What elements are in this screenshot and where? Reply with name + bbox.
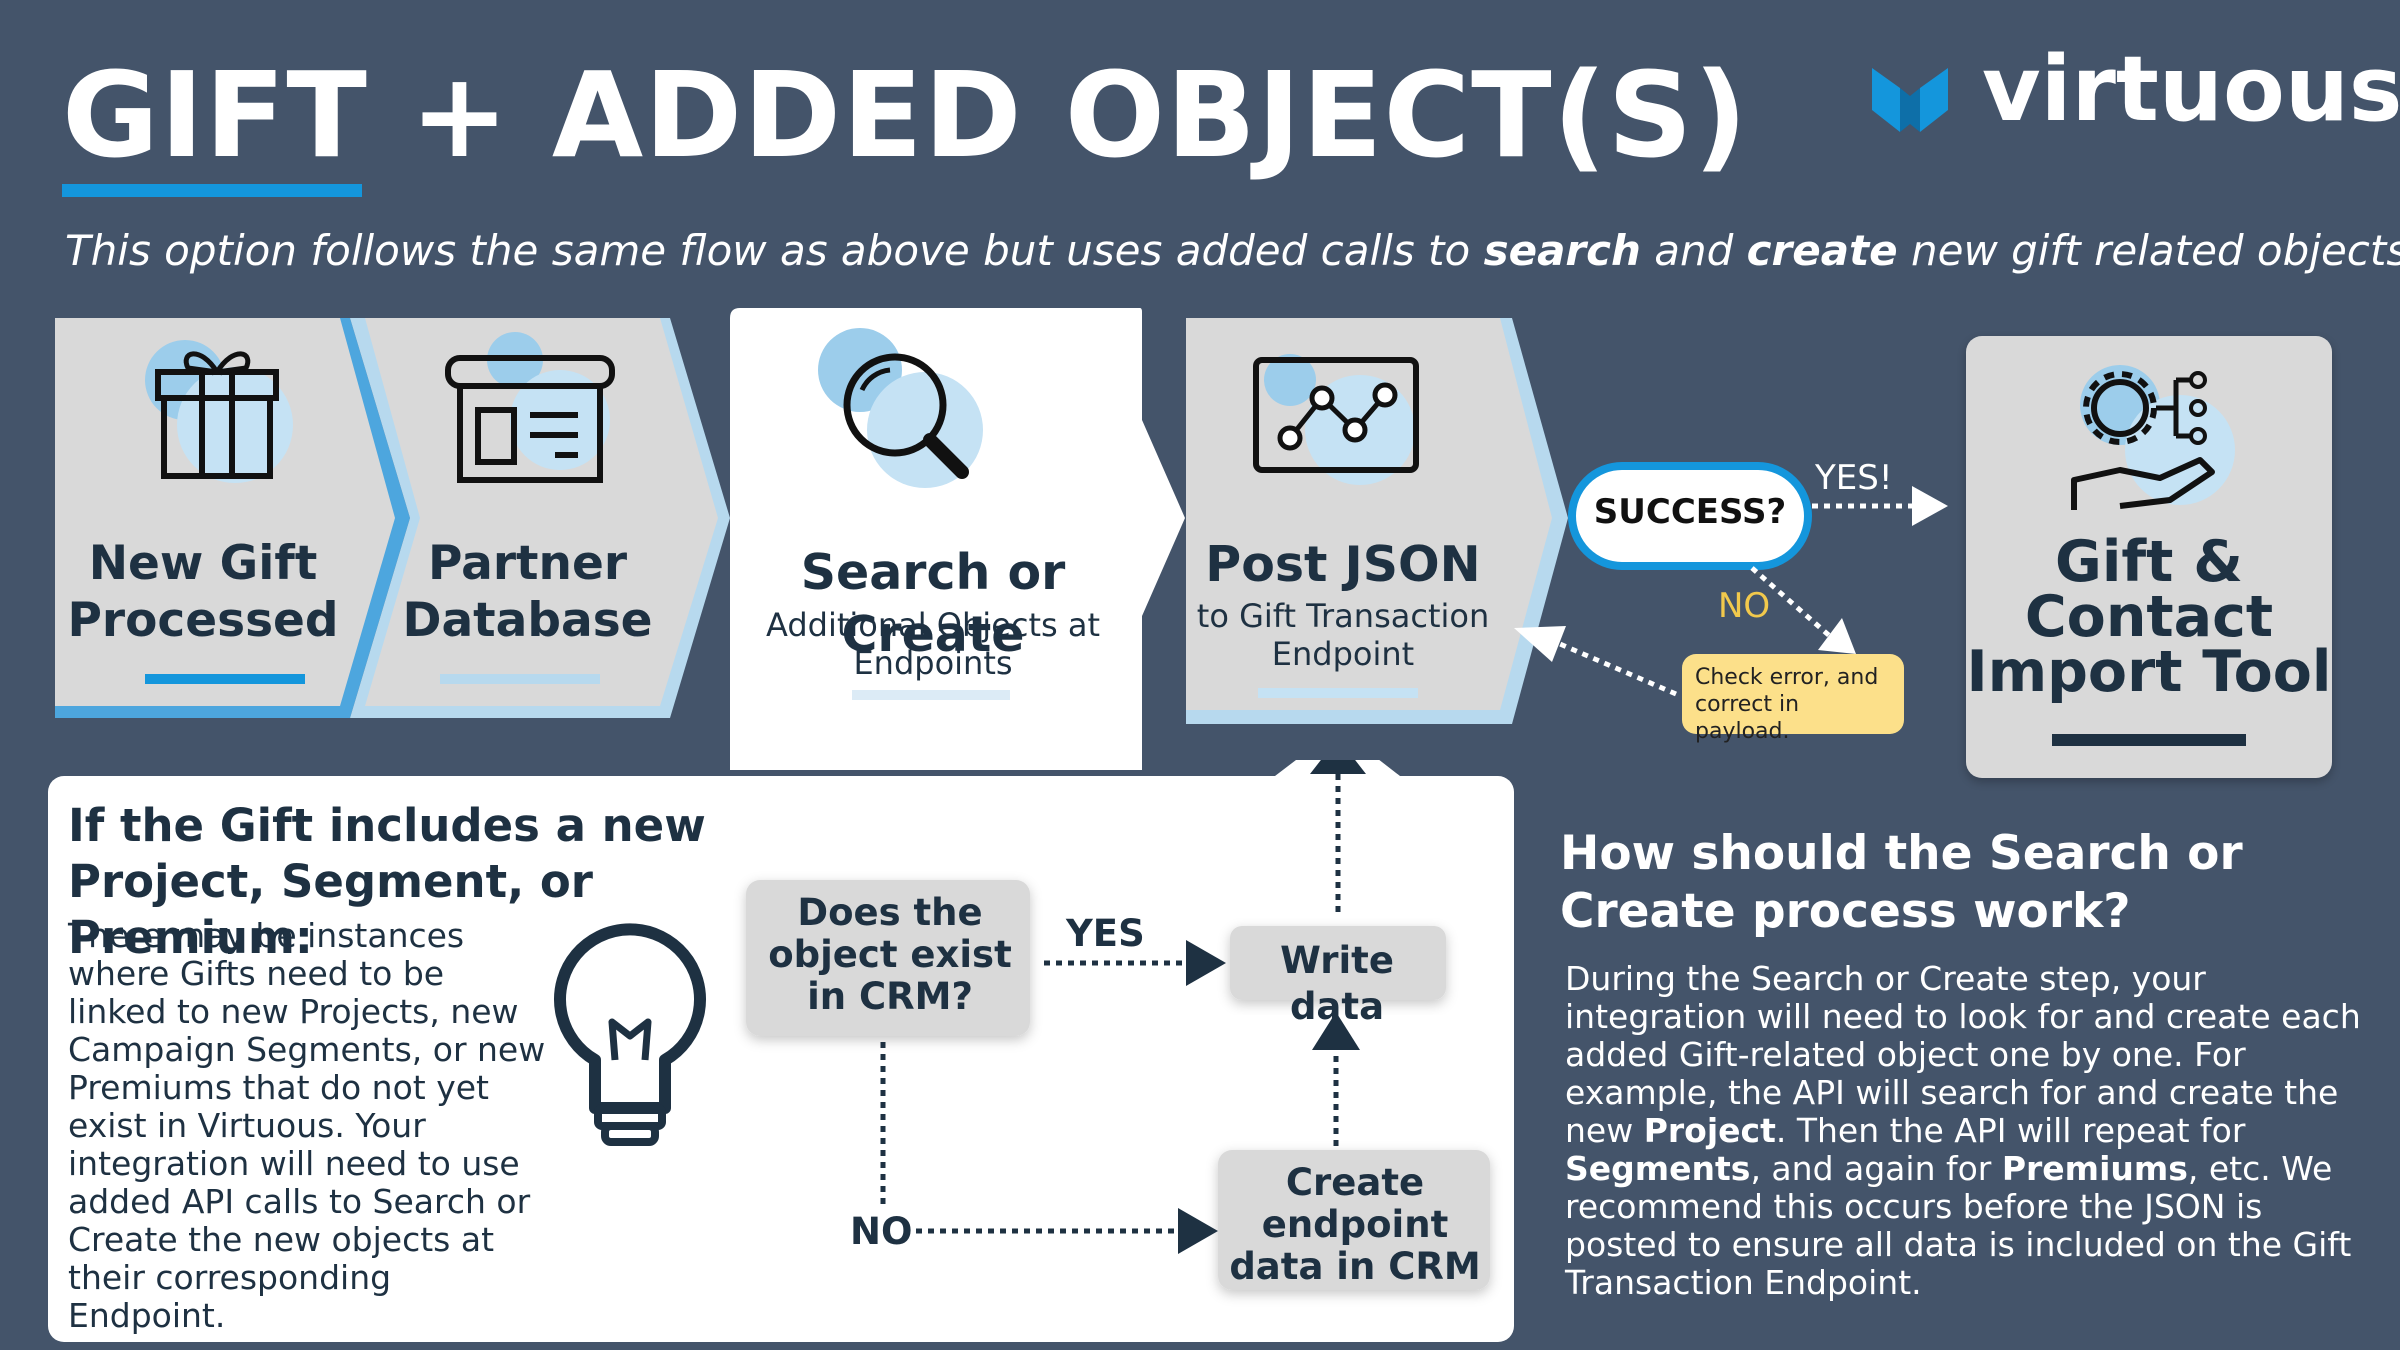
write-data-label: Write data [1280, 939, 1394, 1028]
search-create-panel [48, 760, 1514, 1342]
partner-database-label: Partner Database [402, 536, 653, 648]
post-json-sub: to Gift Transaction Endpoint [1196, 597, 1490, 673]
post-json-label: Post JSON [1205, 536, 1481, 593]
write-data-box [1230, 926, 1446, 1000]
gift-icon [145, 340, 293, 483]
database-icon [445, 332, 615, 483]
title-underline [62, 184, 362, 197]
process-flow [55, 308, 2332, 778]
gear-hand-icon [2071, 365, 2235, 510]
virtuous-logo-icon [1872, 68, 1948, 132]
lightbulb-icon [554, 923, 706, 1146]
page-title: GIFT + ADDED OBJECT(S) [62, 46, 1749, 184]
how-heading: How should the Search or Create process … [1560, 826, 2243, 939]
logo-text: virtuous [1982, 37, 2400, 142]
success-label: SUCCESS? [1593, 492, 1787, 532]
search-or-create-card [730, 308, 1185, 770]
no-arrow [1818, 618, 1856, 654]
create-data-label: Create endpoint data in CRM [1229, 1161, 1481, 1288]
no-label: NO [1718, 586, 1771, 626]
subtitle: This option follows the same flow as abo… [65, 226, 2400, 275]
search-or-create-label: Search or Create [800, 544, 1066, 663]
chart-screen-icon [1253, 354, 1419, 485]
import-tool-card [1966, 336, 2332, 778]
panel-body: There may be instances where Gifts need … [68, 916, 546, 1335]
panel-yes-label: YES [1066, 912, 1145, 955]
panel-heading: If the Gift includes a new Project, Segm… [68, 799, 706, 964]
create-data-box [1218, 1150, 1490, 1290]
question-label: Does the object exist in CRM? [768, 891, 1012, 1018]
panel-no-label: NO [850, 1210, 913, 1253]
search-or-create-sub: Additional Objects at Endpoints [765, 606, 1101, 682]
import-tool-label: Gift & Contact Import Tool [1966, 529, 2332, 705]
new-gift-label: New Gift Processed [67, 536, 339, 648]
retry-arrow [1514, 626, 1566, 662]
question-box [746, 880, 1030, 1036]
how-body: During the Search or Create step, your i… [1565, 959, 2361, 1302]
check-error-note [1682, 654, 1904, 734]
yes-arrow [1912, 486, 1948, 526]
check-error-text: Check error, and correct in payload. [1695, 665, 1879, 744]
search-icon [818, 328, 983, 488]
yes-label: YES! [1815, 458, 1893, 498]
up-arrow-to-post [1310, 760, 1366, 774]
success-pill [1568, 462, 1812, 570]
